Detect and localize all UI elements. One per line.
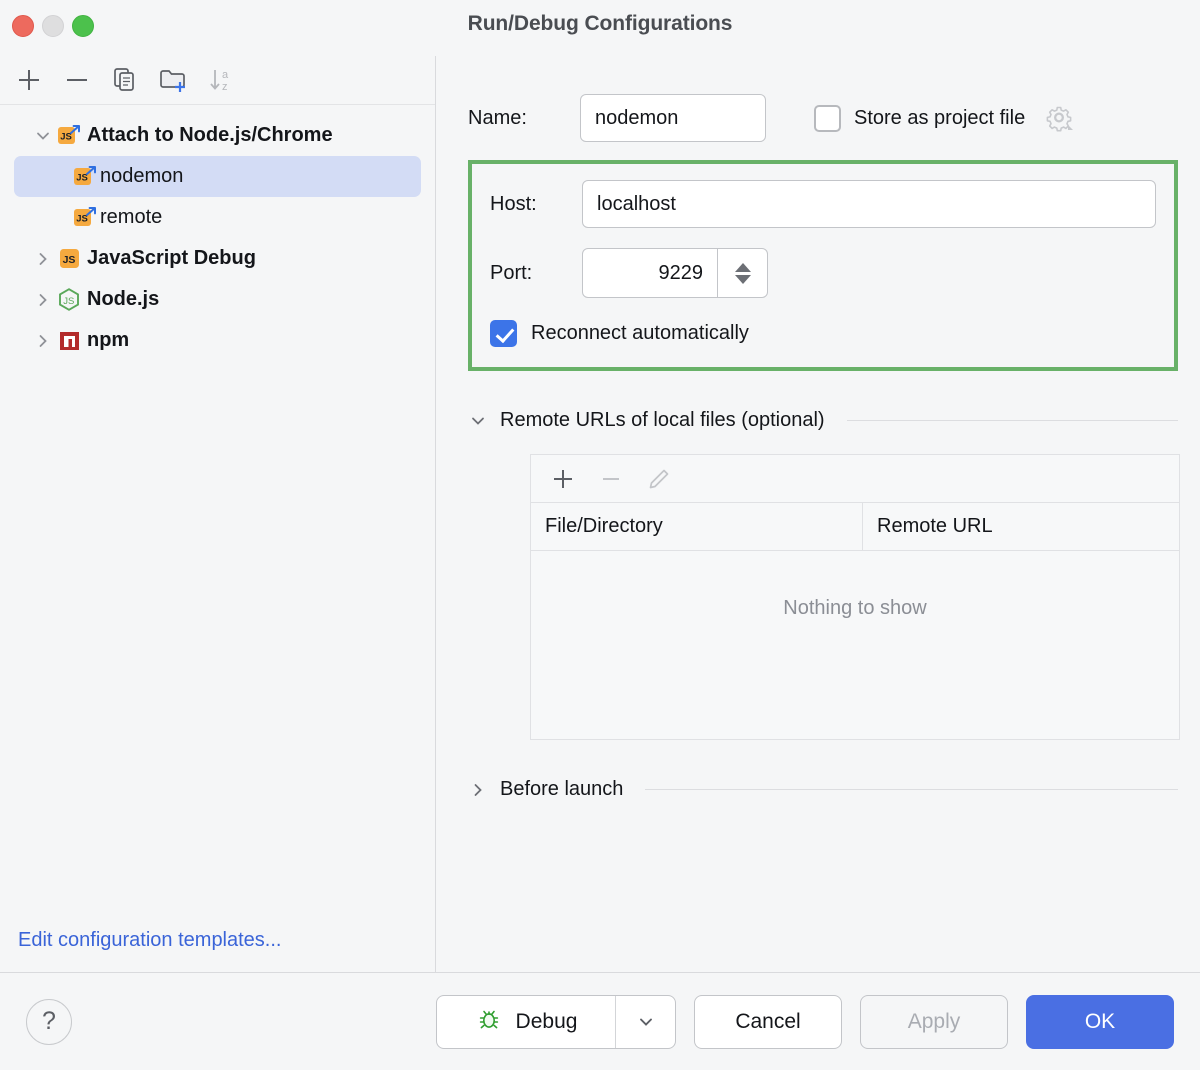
tree-item-remote[interactable]: JS remote xyxy=(14,197,421,238)
tree-item-javascript-debug[interactable]: JS JavaScript Debug xyxy=(14,238,421,279)
debug-dropdown-chevron-down-icon[interactable] xyxy=(615,995,675,1048)
chevron-right-icon[interactable] xyxy=(30,332,56,350)
cancel-button[interactable]: Cancel xyxy=(694,994,842,1049)
new-folder-button[interactable] xyxy=(152,61,194,99)
chevron-down-icon[interactable] xyxy=(468,411,488,431)
store-as-project-file-row: Store as project file xyxy=(814,103,1074,133)
tree-item-label: Node.js xyxy=(87,288,160,310)
port-label: Port: xyxy=(490,261,533,284)
host-label: Host: xyxy=(490,192,537,215)
before-launch-section-header[interactable]: Before launch xyxy=(468,778,1178,801)
add-mapping-button[interactable] xyxy=(547,463,579,495)
tree-item-label: JavaScript Debug xyxy=(87,247,256,269)
section-divider xyxy=(846,420,1178,421)
debug-button-main[interactable]: Debug xyxy=(437,996,615,1048)
reconnect-automatically-checkbox[interactable] xyxy=(490,320,517,347)
store-as-project-file-label: Store as project file xyxy=(854,106,1026,129)
minimize-button-icon[interactable] xyxy=(42,15,64,37)
before-launch-section-title: Before launch xyxy=(500,778,624,800)
apply-button[interactable]: Apply xyxy=(860,994,1008,1049)
tree-item-npm[interactable]: npm xyxy=(14,320,421,361)
gear-icon[interactable] xyxy=(1044,103,1074,133)
edit-configuration-templates-link[interactable]: Edit configuration templates... xyxy=(18,929,282,951)
stepper-up-icon[interactable] xyxy=(734,262,751,272)
js-attach-icon: JS xyxy=(56,123,82,148)
svg-text:a: a xyxy=(222,69,229,81)
window-titlebar: Run/Debug Configurations xyxy=(0,0,1200,56)
zoom-button-icon[interactable] xyxy=(72,15,94,37)
port-stepper[interactable]: 9229 xyxy=(582,248,768,298)
reconnect-automatically-row: Reconnect automatically xyxy=(490,320,1156,347)
remote-urls-section-title: Remote URLs of local files (optional) xyxy=(500,409,825,431)
tree-item-label: Attach to Node.js/Chrome xyxy=(87,124,333,146)
svg-text:JS: JS xyxy=(63,296,74,307)
remote-urls-table: File/Directory Remote URL Nothing to sho… xyxy=(530,454,1180,740)
tree-item-label: npm xyxy=(87,329,130,351)
remote-urls-table-toolbar xyxy=(531,455,1179,503)
name-row: Name: nodemon Store as project file xyxy=(468,94,1178,142)
close-button-icon[interactable] xyxy=(12,15,34,37)
js-icon: JS xyxy=(56,246,82,271)
svg-text:z: z xyxy=(222,81,228,93)
configurations-tree: JS Attach to Node.js/Chrome JS xyxy=(0,105,435,972)
svg-text:JS: JS xyxy=(76,214,88,225)
tree-item-label: remote xyxy=(100,206,163,228)
column-header-file-directory[interactable]: File/Directory xyxy=(531,503,863,550)
connection-settings-highlight: Host: localhost Port: 9229 Reco xyxy=(468,160,1178,371)
window-title: Run/Debug Configurations xyxy=(467,12,733,35)
sidebar-toolbar: a z xyxy=(0,56,435,105)
bug-icon xyxy=(475,1005,503,1039)
port-stepper-buttons[interactable] xyxy=(717,249,767,297)
add-configuration-button[interactable] xyxy=(8,61,50,99)
name-label: Name: xyxy=(468,106,527,129)
host-row: Host: localhost xyxy=(490,180,1156,228)
tree-item-nodemon[interactable]: JS nodemon xyxy=(14,156,421,197)
js-attach-icon: JS xyxy=(72,205,98,230)
name-input[interactable]: nodemon xyxy=(580,94,766,142)
traffic-light-group xyxy=(12,15,94,37)
debug-button-label: Debug xyxy=(515,1009,578,1033)
help-button[interactable]: ? xyxy=(26,998,72,1045)
npm-icon xyxy=(56,328,82,353)
edit-mapping-button[interactable] xyxy=(643,463,675,495)
chevron-right-icon[interactable] xyxy=(30,291,56,309)
stepper-down-icon[interactable] xyxy=(734,274,751,284)
remove-configuration-button[interactable] xyxy=(56,61,98,99)
chevron-right-icon[interactable] xyxy=(468,780,488,800)
svg-text:JS: JS xyxy=(62,254,75,266)
remote-urls-empty-message: Nothing to show xyxy=(783,597,927,619)
port-input[interactable]: 9229 xyxy=(658,261,704,284)
reconnect-automatically-label: Reconnect automatically xyxy=(531,322,749,344)
sort-alphabetically-button[interactable]: a z xyxy=(200,61,242,99)
configuration-editor-panel: Name: nodemon Store as project file xyxy=(436,56,1200,972)
copy-configuration-button[interactable] xyxy=(104,61,146,99)
svg-text:JS: JS xyxy=(60,132,72,143)
section-divider xyxy=(645,789,1178,790)
js-attach-icon: JS xyxy=(72,164,98,189)
remote-urls-section-header[interactable]: Remote URLs of local files (optional) xyxy=(468,409,1178,432)
port-row: Port: 9229 xyxy=(490,248,1156,298)
svg-text:JS: JS xyxy=(76,173,88,184)
tree-item-nodejs[interactable]: JS Node.js xyxy=(14,279,421,320)
dialog-footer: ? Debug Cancel Apply OK xyxy=(0,972,1200,1070)
tree-item-label: nodemon xyxy=(100,165,184,187)
ok-button[interactable]: OK xyxy=(1026,994,1174,1049)
remove-mapping-button[interactable] xyxy=(595,463,627,495)
column-header-remote-url[interactable]: Remote URL xyxy=(877,515,993,537)
nodejs-icon: JS xyxy=(56,287,82,313)
remote-urls-table-header: File/Directory Remote URL xyxy=(531,503,1179,551)
dialog-body: a z JS xyxy=(0,56,1200,972)
chevron-down-icon[interactable] xyxy=(30,127,56,145)
tree-item-attach-to-nodejs-chrome[interactable]: JS Attach to Node.js/Chrome xyxy=(14,115,421,156)
chevron-right-icon[interactable] xyxy=(30,250,56,268)
debug-button[interactable]: Debug xyxy=(436,994,676,1049)
host-input[interactable]: localhost xyxy=(582,180,1156,228)
configurations-sidebar: a z JS xyxy=(0,56,436,972)
store-as-project-file-checkbox[interactable] xyxy=(814,104,841,132)
